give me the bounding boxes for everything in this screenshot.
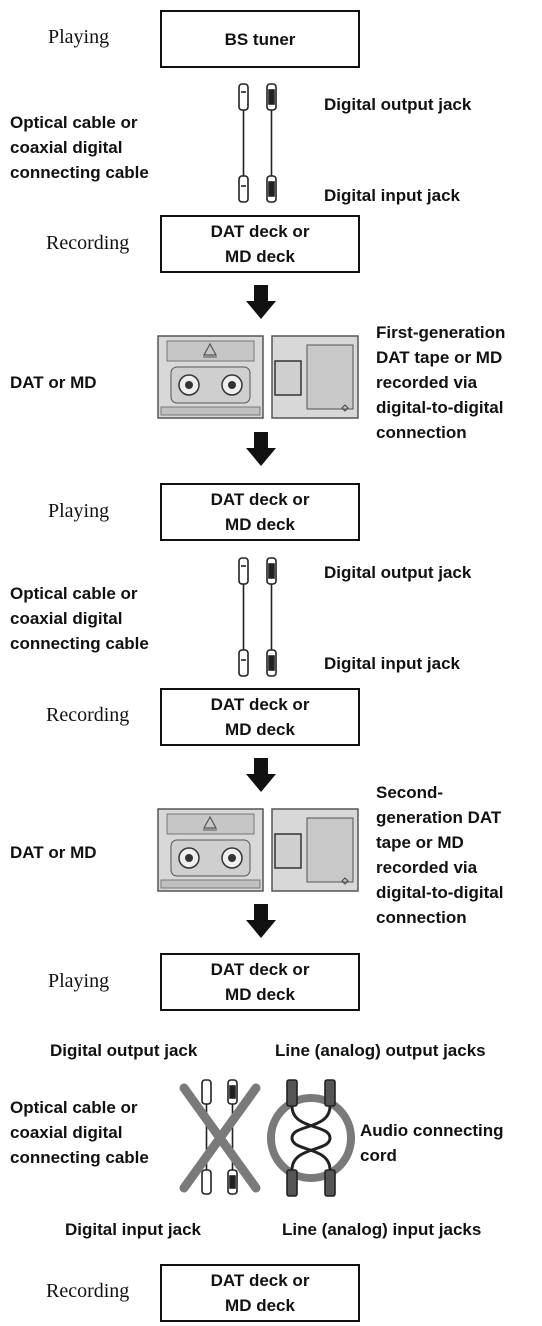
digital-input-jack-label-1: Digital input jack [324,186,461,205]
label-playing-3: Playing [48,970,110,992]
label-playing-2: Playing [48,500,110,522]
second-generation-description: Second- generation DAT tape or MD record… [376,783,504,927]
label-recording-1: Recording [46,232,130,254]
cable-pair-icon [238,557,277,677]
minidisc-icon [271,808,359,892]
cable-pair-icon [238,83,277,203]
dat-md-deck-box-4: DAT deck or MD deck [160,953,360,1011]
digital-input-jack-label-2: Digital input jack [324,654,461,673]
dat-cassette-icon [157,808,264,892]
down-arrow-icon [246,904,276,938]
down-arrow-icon [246,285,276,319]
first-generation-description: First-generation DAT tape or MD recorded… [376,323,506,442]
dat-md-deck-box-2: DAT deck or MD deck [160,483,360,541]
dat-md-deck-box-3: DAT deck or MD deck [160,688,360,746]
digital-input-jack-label-3: Digital input jack [65,1220,202,1239]
bs-tuner-box: BS tuner [160,10,360,68]
digital-output-jack-label-2: Digital output jack [324,563,472,582]
label-recording-2: Recording [46,704,130,726]
digital-output-jack-label-3: Digital output jack [50,1041,198,1060]
label-playing-1: Playing [48,26,110,48]
audio-connecting-cord-label: Audio connecting cord [360,1121,504,1165]
dat-md-deck-box-1: DAT deck or MD deck [160,215,360,273]
cross-mark-icon [179,1083,261,1193]
dat-cassette-icon [157,335,264,419]
down-arrow-icon [246,758,276,792]
dat-or-md-label-1: DAT or MD [10,373,97,392]
cable-pair-icon [201,1079,238,1195]
cable-label-3: Optical cable or coaxial digital connect… [10,1098,149,1167]
minidisc-icon [271,335,359,419]
line-analog-input-jacks-label: Line (analog) input jacks [282,1220,482,1239]
cable-label-2: Optical cable or coaxial digital connect… [10,584,149,653]
dat-md-deck-box-5: DAT deck or MD deck [160,1264,360,1322]
down-arrow-icon [246,432,276,466]
circle-mark-icon [267,1079,355,1197]
cable-label-1: Optical cable or coaxial digital connect… [10,113,149,182]
dat-or-md-label-2: DAT or MD [10,843,97,862]
digital-output-jack-label-1: Digital output jack [324,95,472,114]
label-recording-3: Recording [46,1280,130,1302]
line-analog-output-jacks-label: Line (analog) output jacks [275,1041,486,1060]
